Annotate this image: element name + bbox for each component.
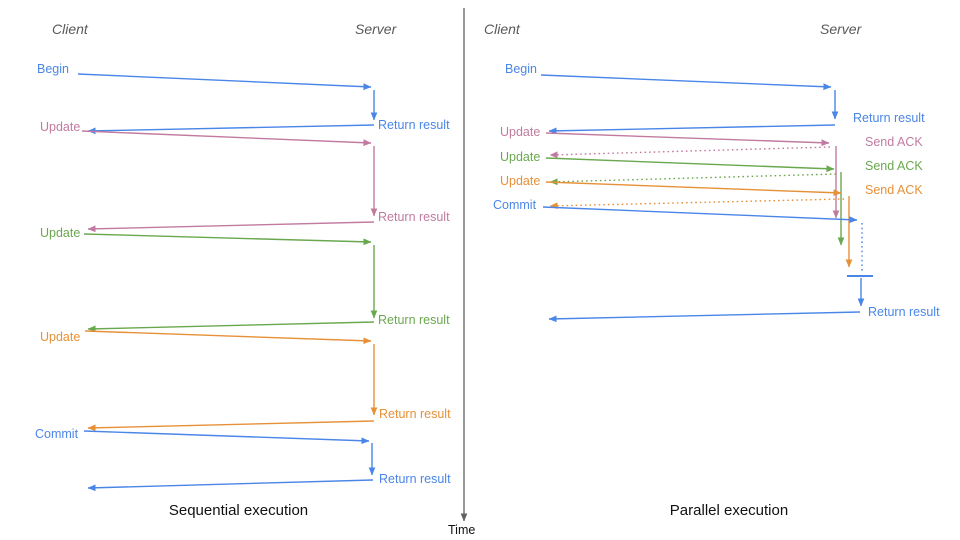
seq-return-result-1: Return result — [378, 118, 450, 132]
par-update2-ack-arrow — [549, 173, 837, 186]
par-update2-label: Update — [500, 150, 541, 164]
par-commit-return-arrow — [548, 311, 861, 323]
seq-update1-request-arrow — [81, 130, 372, 147]
sequential-arrows — [77, 73, 378, 492]
par-update1-ack-arrow — [549, 146, 831, 159]
seq-begin-request-arrow — [77, 73, 372, 91]
time-axis-label: Time — [448, 523, 476, 537]
par-update1-request-arrow — [545, 132, 830, 147]
seq-client-header: Client — [52, 21, 88, 37]
seq-update3-label: Update — [40, 330, 81, 344]
par-update3-request-arrow — [545, 181, 842, 197]
par-return-result-1: Return result — [853, 111, 925, 125]
seq-return-result-5: Return result — [379, 472, 451, 486]
par-commit-request-arrow — [542, 206, 858, 224]
parallel-arrows — [540, 74, 873, 323]
par-update2-request-arrow — [545, 157, 835, 173]
seq-commit-request-arrow — [83, 430, 370, 445]
seq-begin-return-arrow — [87, 124, 375, 135]
par-begin-return-arrow — [548, 124, 836, 135]
seq-update2-label: Update — [40, 226, 81, 240]
par-send-ack-1: Send ACK — [865, 135, 923, 149]
par-commit-label: Commit — [493, 198, 537, 212]
parallel-title: Parallel execution — [669, 502, 789, 519]
par-server-header: Server — [820, 21, 862, 37]
par-update3-label: Update — [500, 174, 541, 188]
par-client-header: Client — [484, 21, 520, 37]
par-update3-ack-arrow — [549, 198, 845, 210]
seq-return-result-3: Return result — [378, 313, 450, 327]
seq-commit-return-arrow — [87, 479, 374, 492]
seq-server-header: Server — [355, 21, 397, 37]
seq-update3-return-arrow — [87, 420, 375, 432]
par-begin-request-arrow — [540, 74, 832, 91]
seq-update2-return-arrow — [87, 321, 375, 333]
par-send-ack-2: Send ACK — [865, 159, 923, 173]
par-return-result-2: Return result — [868, 305, 940, 319]
seq-return-result-2: Return result — [378, 210, 450, 224]
par-update1-label: Update — [500, 125, 541, 139]
seq-begin-label: Begin — [37, 62, 69, 76]
sequential-title: Sequential execution — [168, 502, 309, 519]
seq-commit-label: Commit — [35, 427, 79, 441]
par-send-ack-3: Send ACK — [865, 183, 923, 197]
seq-return-result-4: Return result — [379, 407, 451, 421]
seq-update3-request-arrow — [84, 330, 372, 345]
par-begin-label: Begin — [505, 62, 537, 76]
seq-update1-label: Update — [40, 120, 81, 134]
seq-update2-request-arrow — [83, 233, 372, 246]
seq-update1-return-arrow — [87, 221, 375, 233]
